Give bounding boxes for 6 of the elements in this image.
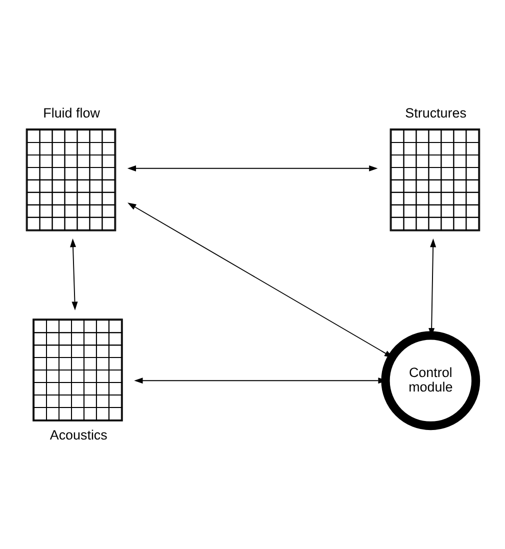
node-label: Fluid flow — [43, 106, 100, 121]
arrow — [70, 238, 78, 310]
node-label: Acoustics — [50, 427, 108, 442]
arrow — [127, 165, 378, 172]
node-circle: Control module — [381, 331, 480, 430]
node-label: Structures — [405, 106, 466, 121]
